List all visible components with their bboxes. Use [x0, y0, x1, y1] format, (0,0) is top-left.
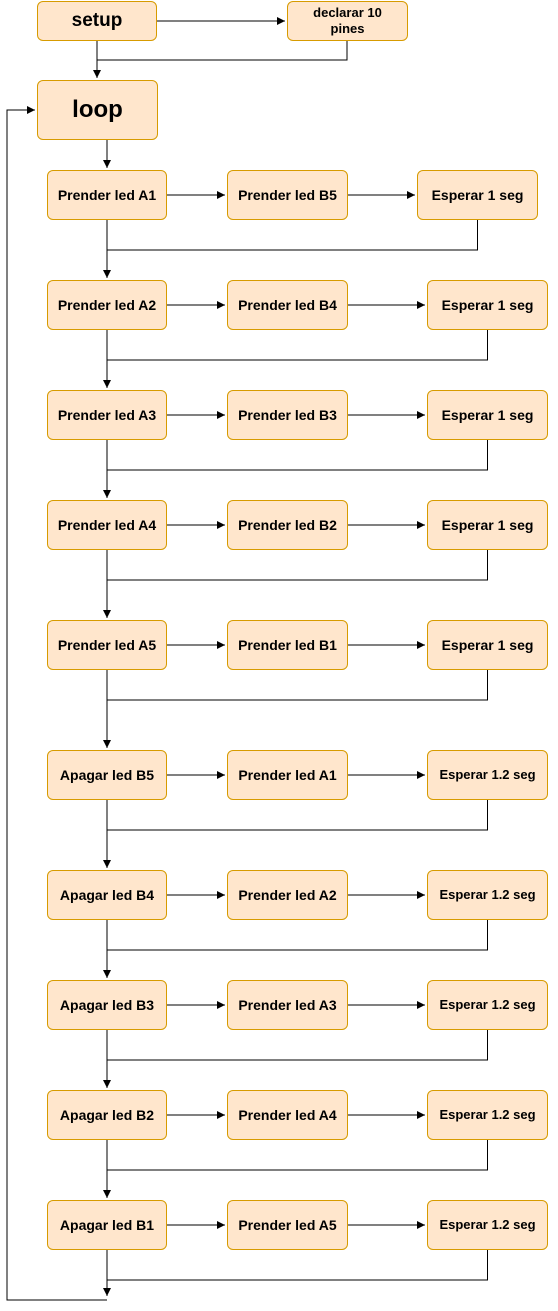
step-a-1: Prender led A1: [47, 170, 167, 220]
edge-return-2: [107, 330, 488, 361]
wait-step-9: Esperar 1.2 seg: [427, 1090, 548, 1140]
edge-declare-return: [97, 41, 348, 61]
step-a-3: Prender led A3: [47, 390, 167, 440]
step-a-6: Apagar led B5: [47, 750, 167, 800]
wait-step-7: Esperar 1.2 seg: [427, 870, 548, 920]
step-b-9: Prender led A4: [227, 1090, 348, 1140]
step-a-7: Apagar led B4: [47, 870, 167, 920]
step-b-2: Prender led B4: [227, 280, 348, 330]
wait-step-5: Esperar 1 seg: [427, 620, 548, 670]
wait-step-8: Esperar 1.2 seg: [427, 980, 548, 1030]
step-b-10: Prender led A5: [227, 1200, 348, 1250]
wait-step-10: Esperar 1.2 seg: [427, 1200, 548, 1250]
step-a-2: Prender led A2: [47, 280, 167, 330]
edge-return-1: [107, 220, 478, 251]
setup-node: setup: [37, 1, 157, 41]
edge-return-6: [107, 800, 488, 831]
wait-step-1: Esperar 1 seg: [417, 170, 538, 220]
step-a-8: Apagar led B3: [47, 980, 167, 1030]
step-a-4: Prender led A4: [47, 500, 167, 550]
wait-step-2: Esperar 1 seg: [427, 280, 548, 330]
wait-step-6: Esperar 1.2 seg: [427, 750, 548, 800]
step-a-10: Apagar led B1: [47, 1200, 167, 1250]
edge-loop-back: [6, 106, 107, 1301]
edge-return-4: [107, 550, 488, 581]
wait-step-4: Esperar 1 seg: [427, 500, 548, 550]
step-b-7: Prender led A2: [227, 870, 348, 920]
step-b-8: Prender led A3: [227, 980, 348, 1030]
step-b-5: Prender led B1: [227, 620, 348, 670]
edge-return-5: [107, 670, 488, 701]
step-a-9: Apagar led B2: [47, 1090, 167, 1140]
loop-node: loop: [37, 80, 158, 140]
edge-return-3: [107, 440, 488, 471]
step-b-4: Prender led B2: [227, 500, 348, 550]
step-b-1: Prender led B5: [227, 170, 348, 220]
edge-return-10: [107, 1250, 488, 1281]
declare-pins-node: declarar 10 pines: [287, 1, 408, 41]
wait-step-3: Esperar 1 seg: [427, 390, 548, 440]
step-b-6: Prender led A1: [227, 750, 348, 800]
edge-return-7: [107, 920, 488, 951]
step-b-3: Prender led B3: [227, 390, 348, 440]
edge-return-8: [107, 1030, 488, 1061]
edge-return-9: [107, 1140, 488, 1171]
step-a-5: Prender led A5: [47, 620, 167, 670]
